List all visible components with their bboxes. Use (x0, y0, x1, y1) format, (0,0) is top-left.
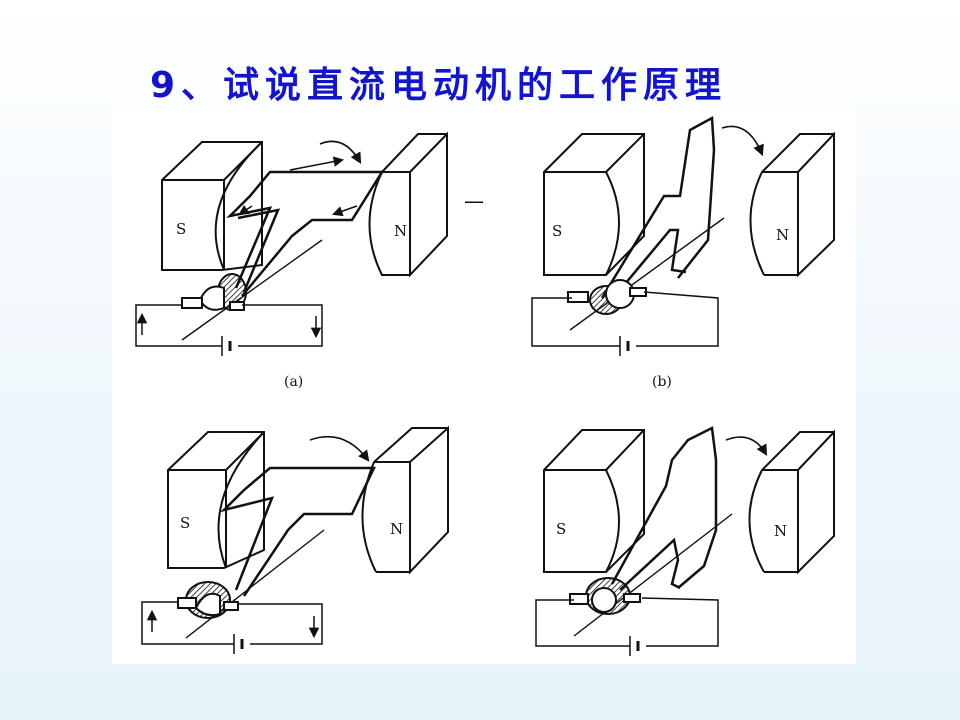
commutator-b (567, 279, 647, 315)
north-label-a: N (394, 222, 407, 240)
armature-coil-a (226, 156, 385, 297)
commutator-a (181, 273, 247, 311)
south-magnet-b (543, 133, 645, 276)
rotation-arrow-a (319, 140, 362, 164)
panel-a: S N (a) (135, 131, 448, 390)
south-label-b: S (552, 222, 562, 240)
south-magnet-a (161, 141, 263, 271)
north-magnet-a (368, 131, 448, 278)
panel-b: S N (b) (531, 115, 835, 390)
north-label-c: N (390, 520, 403, 538)
south-magnet-d (543, 429, 645, 573)
circuit-a (135, 304, 323, 356)
commutator-d (569, 577, 641, 615)
circuit-c (141, 601, 323, 654)
armature-coil-b (600, 115, 716, 303)
north-label-d: N (774, 522, 787, 540)
caption-a: (a) (284, 374, 303, 390)
commutator-c (177, 581, 239, 619)
circuit-b (531, 291, 719, 356)
panel-c: S N (141, 425, 449, 654)
north-magnet-b (749, 131, 835, 278)
panel-separator: — (464, 189, 484, 213)
south-label-d: S (556, 520, 566, 538)
circuit-d (535, 597, 719, 656)
north-label-b: N (776, 226, 789, 244)
rotation-arrow-c (309, 436, 370, 462)
rotation-arrow-d (725, 436, 768, 456)
south-magnet-c (167, 431, 265, 569)
armature-coil-d (610, 426, 718, 591)
south-label-c: S (180, 514, 190, 532)
motor-diagram-svg: S N (a) — (135, 115, 835, 656)
armature-coil-c (219, 466, 376, 597)
panel-d: S N (535, 426, 835, 656)
south-label-a: S (176, 220, 186, 238)
north-magnet-d (748, 429, 835, 575)
slide-title: 9、试说直流电动机的工作原理 (150, 65, 728, 106)
motor-diagram-figure: S N (a) — (112, 110, 856, 664)
caption-b: (b) (652, 374, 672, 390)
rotation-arrow-b (721, 125, 764, 157)
north-magnet-c (361, 425, 449, 575)
